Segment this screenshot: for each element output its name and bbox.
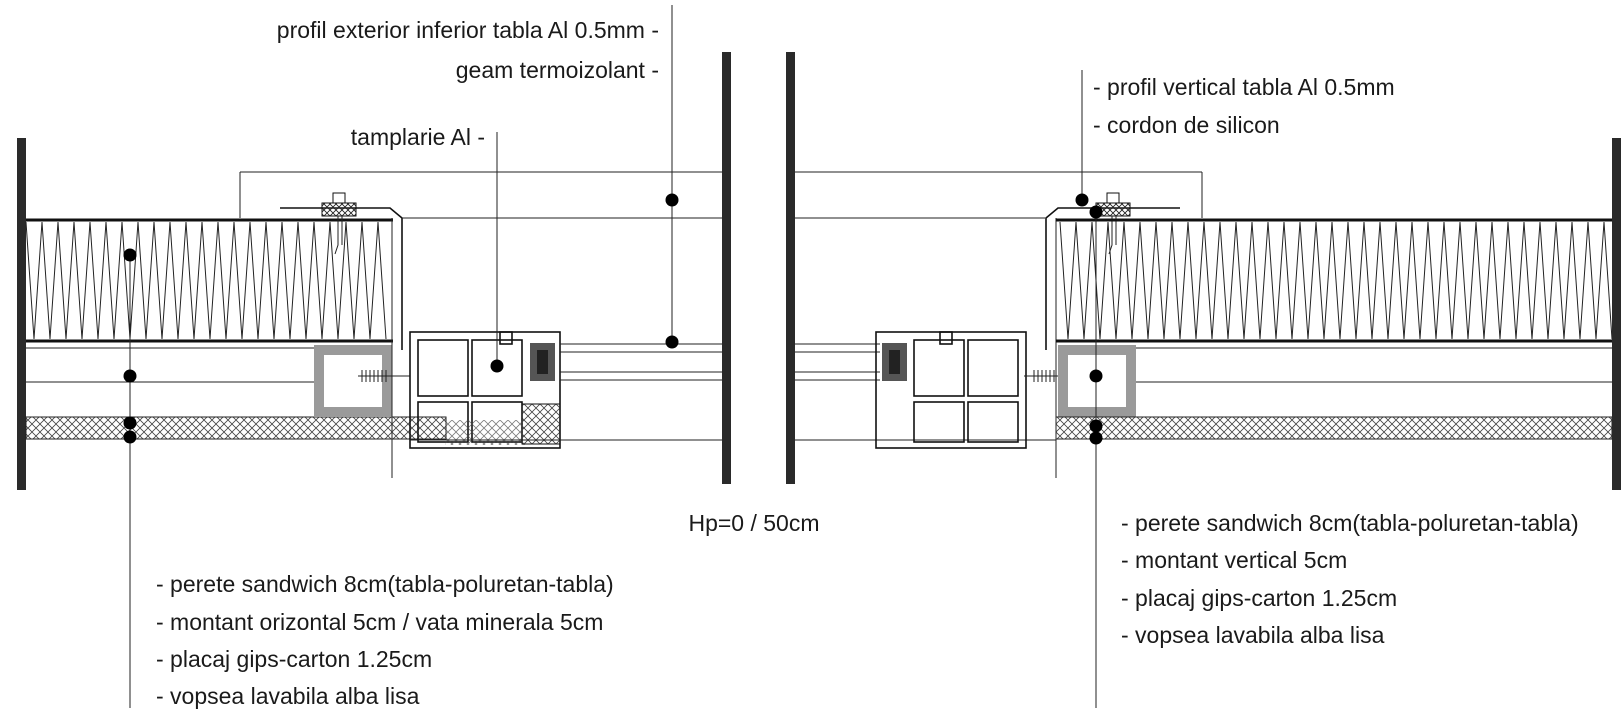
left-inner-post: [722, 52, 731, 484]
left-label-sandwich: - perete sandwich 8cm(tabla-poluretan-ta…: [156, 571, 614, 597]
left-detail: [17, 5, 731, 708]
left-aluminium-frame: [409, 331, 561, 449]
label-profil-exterior: profil exterior inferior tabla Al 0.5mm …: [277, 17, 659, 43]
right-label-montant: - montant vertical 5cm: [1121, 547, 1347, 573]
label-hp: Hp=0 / 50cm: [688, 510, 819, 536]
left-sandwich-panel: [25, 218, 393, 343]
right-top-labels: - profil vertical tabla Al 0.5mm - cordo…: [1093, 74, 1395, 138]
right-glazing-lines: [795, 343, 1056, 441]
right-aluminium-frame: [875, 331, 1027, 449]
right-label-vopsea: - vopsea lavabila alba lisa: [1121, 622, 1385, 648]
left-glazing-lines: [410, 343, 722, 441]
left-bottom-labels: - perete sandwich 8cm(tabla-poluretan-ta…: [156, 571, 614, 709]
left-bolt-mesh: [321, 202, 357, 217]
right-bottom-labels: - perete sandwich 8cm(tabla-poluretan-ta…: [1121, 510, 1579, 648]
right-gypsum-board: [1055, 416, 1613, 440]
left-label-placaj: - placaj gips-carton 1.25cm: [156, 646, 432, 672]
right-inner-post: [786, 52, 795, 484]
label-geam: geam termoizolant -: [456, 57, 659, 83]
right-screw: [1024, 370, 1070, 382]
left-label-montant: - montant orizontal 5cm / vata minerala …: [156, 609, 603, 635]
label-tamplarie: tamplarie Al -: [351, 124, 485, 150]
left-horizontal-stud: [314, 345, 392, 417]
right-sandwich-panel: [1056, 218, 1613, 343]
left-gypsum-board: [25, 416, 447, 440]
right-leaders: [1075, 70, 1103, 708]
left-top-labels: profil exterior inferior tabla Al 0.5mm …: [277, 17, 659, 150]
left-label-vopsea: - vopsea lavabila alba lisa: [156, 683, 420, 709]
label-profil-vertical: - profil vertical tabla Al 0.5mm: [1093, 74, 1395, 100]
right-label-sandwich: - perete sandwich 8cm(tabla-poluretan-ta…: [1121, 510, 1579, 536]
label-cordon: - cordon de silicon: [1093, 112, 1280, 138]
right-detail: [786, 52, 1621, 708]
left-leaders: [123, 5, 679, 708]
left-screw: [358, 370, 410, 382]
left-outer-post: [17, 138, 26, 490]
right-label-placaj: - placaj gips-carton 1.25cm: [1121, 585, 1397, 611]
right-outer-post: [1612, 138, 1621, 490]
